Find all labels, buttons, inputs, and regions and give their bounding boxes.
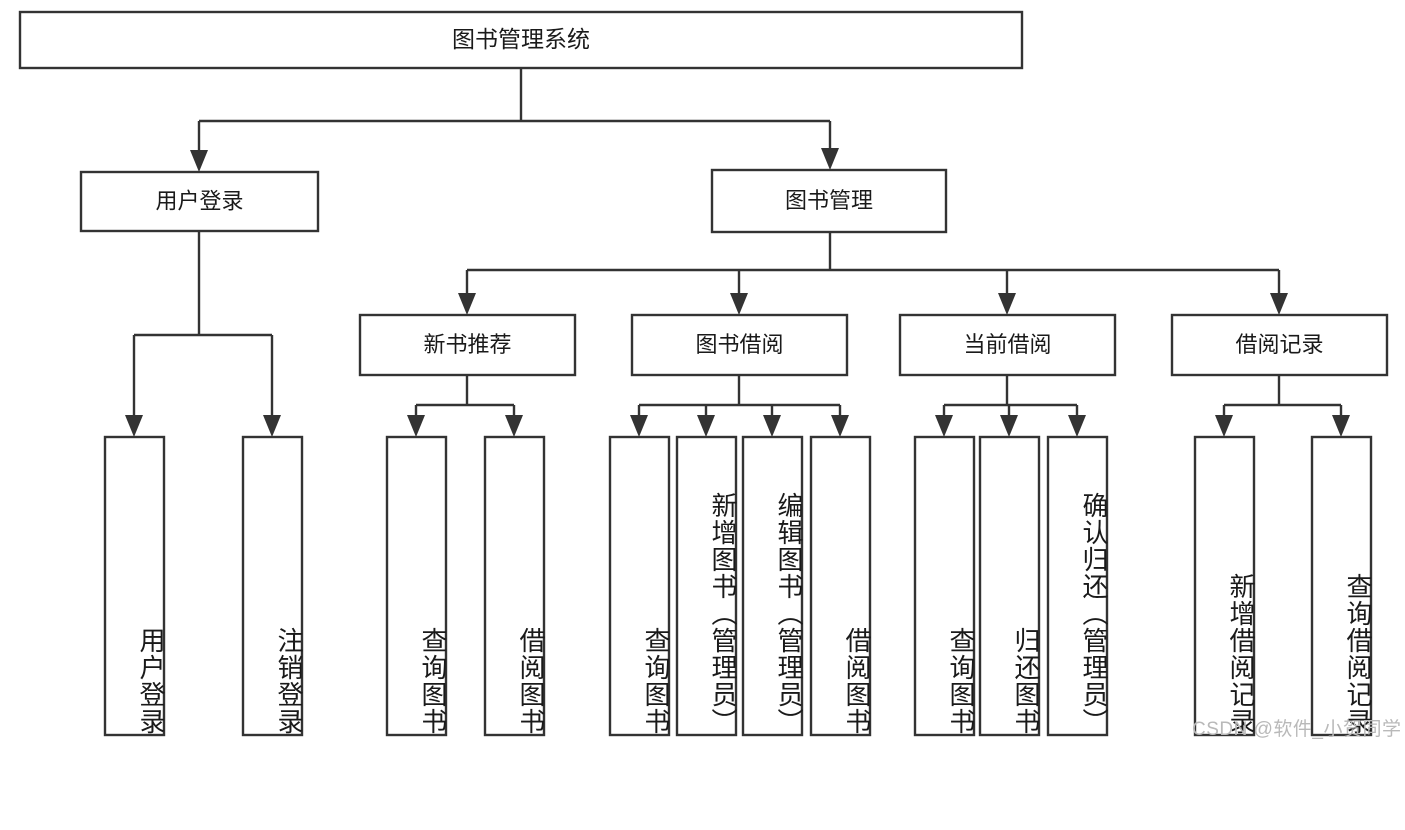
arrowhead-arrow-leaf-8 — [831, 415, 849, 437]
arrow-heads-group — [125, 148, 1350, 437]
arrowhead-arrow-book-manage — [821, 148, 839, 170]
csdn-watermark: CSDN @软件_小贺同学 — [1192, 719, 1402, 740]
arrowhead-arrow-leaf-5 — [630, 415, 648, 437]
arrowhead-arrow-l3-1 — [458, 293, 476, 315]
level3-label-book-borrow: 图书借阅 — [695, 332, 783, 357]
leaf-box-leaf-edit-book[interactable] — [741, 435, 804, 737]
leaf-box-leaf-borrow-book-1[interactable] — [483, 435, 546, 737]
leaf-box-leaf-add-book[interactable] — [675, 435, 738, 737]
leaf-box-leaf-logout[interactable] — [241, 435, 304, 737]
leaf-box-leaf-borrow-book-2[interactable] — [809, 435, 872, 737]
arrowhead-arrow-l3-2 — [730, 293, 748, 315]
level3-box-borrow-record[interactable] — [1170, 313, 1389, 377]
arrowhead-arrow-l3-4 — [1270, 293, 1288, 315]
level3-box-new-book-recommend[interactable] — [358, 313, 577, 377]
arrowhead-arrow-leaf-1 — [125, 415, 143, 437]
arrowhead-arrow-user-login — [190, 150, 208, 172]
diagram-canvas: 图书管理系统用户登录图书管理新书推荐图书借阅当前借阅借阅记录 用户登录注销登录查… — [18, 10, 1402, 740]
level2-label-book-manage: 图书管理 — [785, 188, 873, 213]
arrowhead-arrow-l3-3 — [998, 293, 1016, 315]
leaf-box-leaf-query-book-1[interactable] — [385, 435, 448, 737]
level2-box-book-manage[interactable] — [710, 168, 948, 234]
arrowhead-arrow-leaf-13 — [1332, 415, 1350, 437]
leaf-box-leaf-return-book[interactable] — [978, 435, 1041, 737]
arrowhead-arrow-leaf-2 — [263, 415, 281, 437]
leaf-box-leaf-query-record[interactable] — [1310, 435, 1373, 737]
level3-label-new-book-recommend: 新书推荐 — [423, 332, 511, 357]
level2-box-user-login[interactable] — [79, 170, 320, 233]
title-box-title[interactable] — [18, 10, 1024, 70]
leaf-box-leaf-user-login[interactable] — [103, 435, 166, 737]
arrowhead-arrow-leaf-7 — [763, 415, 781, 437]
leaf-box-leaf-confirm-return[interactable] — [1046, 435, 1109, 737]
arrowhead-arrow-leaf-9 — [935, 415, 953, 437]
title-label-title: 图书管理系统 — [452, 26, 590, 52]
level3-label-borrow-record: 借阅记录 — [1235, 332, 1323, 357]
arrowhead-arrow-leaf-4 — [505, 415, 523, 437]
level3-label-current-borrow: 当前借阅 — [963, 332, 1051, 357]
level2-label-user-login: 用户登录 — [155, 188, 243, 213]
arrowhead-arrow-leaf-6 — [697, 415, 715, 437]
leaf-box-leaf-add-record[interactable] — [1193, 435, 1256, 737]
level3-box-book-borrow[interactable] — [630, 313, 849, 377]
arrowhead-arrow-leaf-10 — [1000, 415, 1018, 437]
arrowhead-arrow-leaf-11 — [1068, 415, 1086, 437]
arrowhead-arrow-leaf-3 — [407, 415, 425, 437]
level3-box-current-borrow[interactable] — [898, 313, 1117, 377]
leaf-box-leaf-query-book-2[interactable] — [608, 435, 671, 737]
leaf-box-leaf-query-book-3[interactable] — [913, 435, 976, 737]
node-boxes-group — [18, 10, 1389, 737]
arrowhead-arrow-leaf-12 — [1215, 415, 1233, 437]
